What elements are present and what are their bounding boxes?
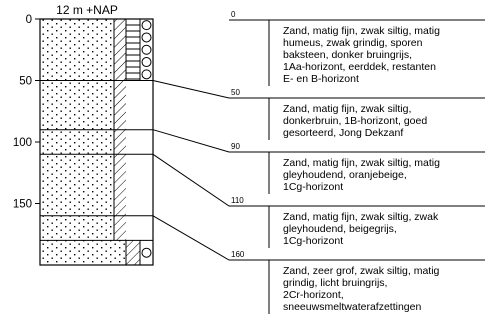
silt-hatch-fill — [114, 80, 126, 130]
gravel-circle — [141, 20, 152, 31]
layer-description-line: grindig, licht bruingrijs, — [283, 277, 387, 289]
layer-leader-line — [152, 215, 485, 261]
layer-description-line: 1Cg-horizont — [283, 181, 343, 193]
layer-depth-label: 50 — [231, 88, 240, 97]
gravel-circle — [141, 247, 152, 258]
layer-description-line: Zand, matig fijn, zwak siltig, matig — [283, 157, 440, 169]
layer-description-line: Zand, matig fijn, zwak siltig, matig — [283, 25, 440, 37]
layer-description-line: gleyhoudend, beigegrijs, — [283, 223, 397, 235]
depth-axis: 0 50 100 150 — [13, 14, 40, 211]
elevation-label: 12 m +NAP — [56, 3, 118, 17]
layer-description-line: donkerbruin, 1B-horizont, goed — [283, 115, 427, 127]
column-outline — [39, 18, 154, 266]
silt-hatch-fill — [114, 19, 126, 81]
humus-line-fill — [126, 19, 140, 81]
layer-leader-line — [152, 153, 485, 207]
depth-tick-label: 0 — [26, 14, 32, 26]
sand-dot-fill — [40, 154, 114, 216]
layer-description-line: gleyhoudend, oranjebeige, — [283, 169, 407, 181]
sand-dot-fill — [40, 19, 114, 81]
sand-dot-fill — [40, 240, 126, 265]
layer-depth-label: 110 — [231, 196, 244, 205]
sand-dot-fill — [40, 129, 114, 155]
layer-description-line: Zand, matig fijn, zwak siltig, zwak — [283, 211, 439, 223]
layer-description-line: humeus, zwak grindig, sporen — [283, 37, 423, 49]
silt-hatch-fill — [126, 240, 140, 265]
layer-description-line: gesorteerd, Jong Dekzanf — [283, 127, 403, 139]
silt-hatch-fill — [114, 215, 126, 241]
gravel-circle — [141, 44, 152, 55]
sand-dot-fill — [40, 215, 114, 241]
layer-description-line: E- en B-horizont — [283, 73, 359, 85]
sand-dot-fill — [40, 80, 114, 130]
depth-tick-label: 150 — [13, 199, 32, 211]
soil-column — [39, 18, 154, 266]
gravel-circle — [141, 32, 152, 43]
silt-hatch-fill — [114, 154, 126, 216]
layer-description-line: Zand, zeer grof, zwak siltig, matig — [283, 265, 440, 277]
layer-depth-label: 0 — [231, 10, 236, 19]
layer-description-line: 1Cg-horizont — [283, 235, 343, 247]
depth-tick-label: 50 — [19, 76, 32, 88]
gravel-circle — [141, 69, 152, 80]
layer-description-line: 1Aa-horizont, eerddek, restanten — [283, 61, 436, 73]
layer-description-line: baksteen, donker bruingrijs, — [283, 49, 412, 61]
layer-depth-label: 160 — [231, 250, 245, 259]
depth-tick-label: 100 — [13, 137, 32, 149]
layer-description-line: 2Cr-horizont, — [283, 289, 344, 301]
silt-hatch-fill — [114, 129, 126, 155]
layer-depth-label: 90 — [231, 142, 240, 151]
layer-leader-line — [152, 80, 485, 99]
layer-leader-line — [152, 129, 485, 153]
layer-description-line: sneeuwsmeltwaterafzettingen — [283, 301, 421, 313]
gravel-circle — [141, 57, 152, 68]
layer-description-line: Zand, matig fijn, zwak siltig, — [283, 103, 411, 115]
